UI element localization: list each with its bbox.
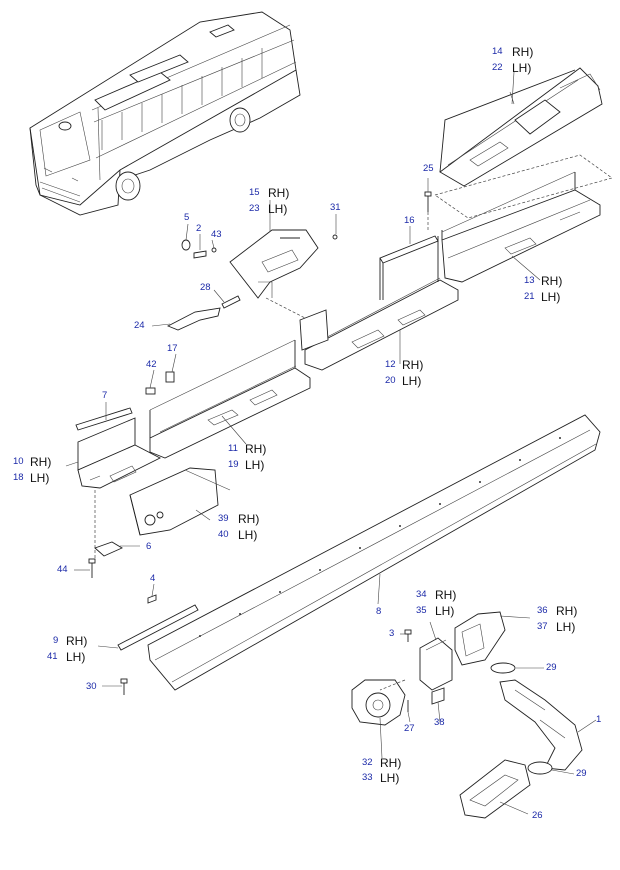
clip-17 [165, 371, 175, 383]
part-label-35: 35 [416, 605, 427, 616]
side-label-rh: RH) [435, 588, 457, 602]
side-label-lh: LH) [402, 374, 422, 388]
side-label-rh: RH) [380, 756, 402, 770]
part-label-41: 41 [47, 651, 58, 662]
channel-13-21 [441, 171, 601, 283]
part-label-30: 30 [86, 681, 97, 692]
side-label-lh: LH) [66, 650, 86, 664]
part-label-21: 21 [524, 291, 535, 302]
part-label-16: 16 [404, 215, 415, 226]
heater-box-39-40 [129, 467, 231, 536]
side-label-lh: LH) [30, 471, 50, 485]
part-label-14: 14 [492, 46, 503, 57]
part-label-23: 23 [249, 203, 260, 214]
side-label-rh: RH) [66, 634, 88, 648]
bus-illustration [29, 11, 301, 216]
part-label-34: 34 [416, 589, 427, 600]
channel-11-19 [149, 339, 311, 459]
part-label-5: 5 [184, 212, 190, 223]
side-label-lh: LH) [512, 61, 532, 75]
part-label-38: 38 [434, 717, 445, 728]
side-label-lh: LH) [541, 290, 561, 304]
side-label-rh: RH) [541, 274, 563, 288]
side-label-lh: LH) [380, 771, 400, 785]
part-label-22: 22 [492, 62, 503, 73]
strip-9-41 [117, 604, 199, 651]
part-label-44: 44 [57, 564, 68, 575]
part-label-1: 1 [596, 714, 602, 725]
long-cover-8 [147, 414, 601, 691]
duct-assembly [351, 611, 583, 819]
part-label-26: 26 [532, 810, 543, 821]
part-label-11: 11 [228, 443, 238, 454]
part-label-40: 40 [218, 529, 229, 540]
block-6 [94, 541, 123, 557]
part-label-39: 39 [218, 513, 229, 524]
side-label-lh: LH) [238, 528, 258, 542]
side-label-lh: LH) [435, 604, 455, 618]
part-label-6: 6 [146, 541, 152, 552]
part-label-37: 37 [537, 621, 548, 632]
part-label-9: 9 [53, 635, 59, 646]
part-label-20: 20 [385, 375, 396, 386]
part-label-13: 13 [524, 275, 535, 286]
side-label-lh: LH) [268, 202, 288, 216]
part-label-25: 25 [423, 163, 434, 174]
part-label-8: 8 [376, 606, 382, 617]
side-label-rh: RH) [30, 455, 52, 469]
part-label-17: 17 [167, 343, 178, 354]
clip-42 [145, 387, 156, 395]
part-label-36: 36 [537, 605, 548, 616]
side-label-rh: RH) [268, 186, 290, 200]
part-label-10: 10 [13, 456, 24, 467]
duct-15-23 [229, 229, 319, 299]
part-label-33: 33 [362, 772, 373, 783]
side-label-lh: LH) [556, 620, 576, 634]
part-label-19: 19 [228, 459, 239, 470]
part-label-4: 4 [150, 573, 156, 584]
part-label-29: 29 [546, 662, 557, 673]
end-bracket-10-18 [77, 417, 161, 489]
bracket-24 [166, 307, 221, 331]
part-label-12: 12 [385, 359, 396, 370]
part-label-7: 7 [102, 390, 108, 401]
side-label-rh: RH) [512, 45, 534, 59]
part-label-3: 3 [389, 628, 395, 639]
part-label-31: 31 [330, 202, 341, 213]
part-label-42: 42 [146, 359, 157, 370]
channel-12-20 [299, 236, 459, 371]
side-label-lh: LH) [245, 458, 265, 472]
part-label-24: 24 [134, 320, 145, 331]
part-label-18: 18 [13, 472, 24, 483]
part-label-28: 28 [200, 282, 211, 293]
part-label-2: 2 [196, 223, 202, 234]
leader-lines [65, 71, 597, 815]
side-label-rh: RH) [556, 604, 578, 618]
side-label-rh: RH) [238, 512, 260, 526]
side-label-rh: RH) [245, 442, 267, 456]
part-label-32: 32 [362, 757, 373, 768]
panel-14-22 [439, 67, 603, 187]
strip-7 [75, 407, 133, 431]
side-label-rh: RH) [402, 358, 424, 372]
part-label-29: 29 [576, 768, 587, 779]
part-label-15: 15 [249, 187, 260, 198]
part-label-27: 27 [404, 723, 415, 734]
part-label-43: 43 [211, 229, 222, 240]
